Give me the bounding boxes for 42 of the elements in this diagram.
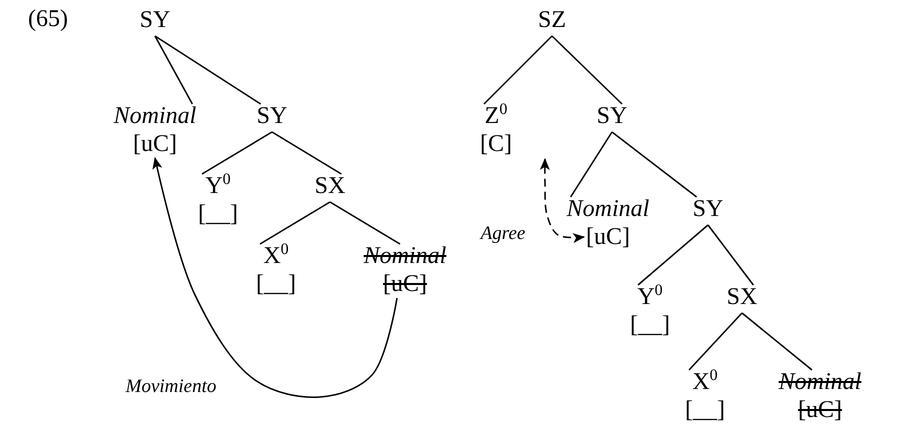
category-label: X$^{0}$: [692, 368, 718, 396]
branch-line: [688, 312, 743, 370]
curved-arrow: [540, 158, 585, 243]
category-label: SY: [256, 102, 288, 130]
category-label: SX: [314, 172, 346, 200]
category-label: Nominal: [114, 102, 196, 130]
branch-line: [551, 35, 623, 105]
feature-label: [uC]: [133, 130, 177, 158]
branch-line: [330, 201, 400, 245]
example-number: (65): [28, 6, 68, 33]
curved-arrow: [152, 157, 398, 398]
branch-line: [154, 36, 193, 104]
branch-line: [638, 224, 708, 286]
category-label: SZ: [538, 6, 566, 34]
branch-line: [570, 132, 613, 198]
category-label: SY: [596, 102, 628, 130]
category-label: Y$^{0}$: [205, 172, 231, 200]
feature-label: [__]: [685, 396, 725, 424]
category-label: SY: [692, 195, 724, 223]
feature-label: [C]: [480, 130, 512, 158]
feature-label: [__]: [198, 200, 238, 228]
category-label: Nominal: [778, 368, 862, 396]
category-label: SX: [726, 283, 758, 311]
feature-label: [__]: [256, 270, 296, 298]
branch-line: [483, 35, 553, 105]
feature-label: [__]: [630, 311, 670, 339]
feature-label: [uC]: [586, 223, 630, 251]
category-label: X$^{0}$: [263, 242, 289, 270]
category-label: Y$^{0}$: [637, 283, 663, 311]
branch-line: [612, 131, 698, 198]
feature-label: [uC]: [798, 396, 842, 424]
category-label: Nominal: [364, 242, 446, 270]
branch-line: [742, 312, 812, 371]
category-label: Z$^{0}$: [484, 102, 508, 130]
branch-line: [260, 201, 330, 245]
branch-line: [202, 131, 272, 175]
category-label: Nominal: [566, 195, 650, 223]
branch-line: [154, 35, 262, 105]
category-label: SY: [140, 6, 170, 34]
branch-line: [272, 131, 342, 175]
feature-label: [uC]: [383, 270, 427, 298]
branch-line: [707, 224, 754, 286]
